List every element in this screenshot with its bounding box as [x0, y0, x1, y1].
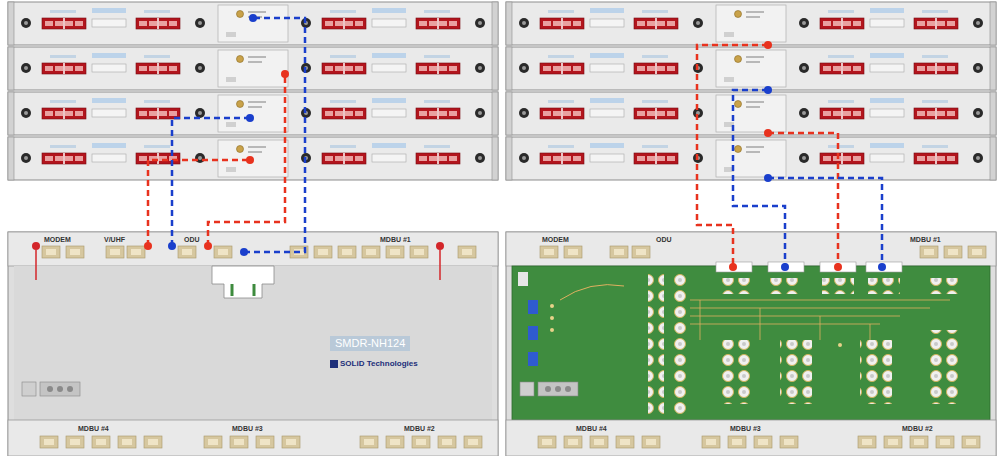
port-label: MDBU #3	[232, 425, 263, 432]
brand-name: SOLiD Technologies	[330, 360, 418, 368]
port-label: MDBU #4	[576, 425, 607, 432]
port-label: MDBU #4	[78, 425, 109, 432]
port-label: MDBU #2	[902, 425, 933, 432]
port-label: MODEM	[44, 236, 71, 243]
port-label: V/UHF	[104, 236, 125, 243]
port-label: ODU	[656, 236, 672, 243]
port-label: MODEM	[542, 236, 569, 243]
port-label: MDBU #1	[380, 236, 411, 243]
port-label: MDBU #2	[404, 425, 435, 432]
port-label: MDBU #3	[730, 425, 761, 432]
model-name: SMDR-NH124	[330, 336, 410, 351]
port-label: MDBU #1	[910, 236, 941, 243]
port-label: ODU	[184, 236, 200, 243]
